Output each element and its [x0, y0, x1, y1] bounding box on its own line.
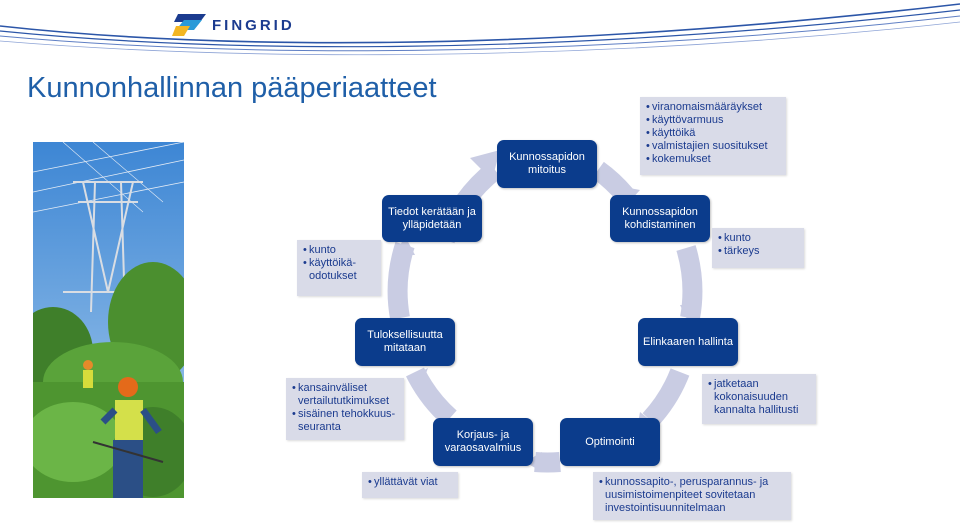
note-item: käyttöikä- odotukset — [303, 257, 375, 283]
note-tiedot: kunto käyttöikä- odotukset — [297, 240, 381, 296]
node-kunnossapidon-mitoitus: Kunnossapidon mitoitus — [497, 140, 597, 188]
note-optimointi: kunnossapito-, perusparannus- ja uusimis… — [593, 472, 791, 520]
note-item: käyttöikä — [646, 127, 780, 140]
logo-text: FINGRID — [212, 17, 295, 34]
node-tuloksellisuutta-mitataan: Tuloksellisuutta mitataan — [355, 318, 455, 366]
power-line-worker-photo-icon — [33, 142, 184, 498]
note-mitoitus: viranomaismääräykset käyttövarmuus käytt… — [640, 97, 786, 175]
note-item: jatketaan kokonaisuuden kannalta hallitu… — [708, 378, 810, 417]
node-korjaus-ja-varaosavalmius: Korjaus- ja varaosavalmius — [433, 418, 533, 466]
note-tuloksellisuus: kansainväliset vertailututkimukset sisäi… — [286, 378, 404, 440]
note-item: valmistajien suositukset — [646, 140, 780, 153]
note-item: kansainväliset vertailututkimukset — [292, 382, 398, 408]
note-kohdistaminen: kunto tärkeys — [712, 228, 804, 268]
note-item: viranomaismääräykset — [646, 101, 780, 114]
note-item: sisäinen tehokkuus- seuranta — [292, 408, 398, 434]
note-item: kunto — [303, 244, 375, 257]
node-kunnossapidon-kohdistaminen: Kunnossapidon kohdistaminen — [610, 195, 710, 242]
page-title: Kunnonhallinnan pääperiaatteet — [27, 72, 437, 104]
node-elinkaaren-hallinta: Elinkaaren hallinta — [638, 318, 738, 366]
note-item: kokemukset — [646, 153, 780, 166]
note-item: tärkeys — [718, 245, 798, 258]
note-item: yllättävät viat — [368, 476, 452, 489]
note-item: kunnossapito-, perusparannus- ja uusimis… — [599, 476, 785, 515]
node-optimointi: Optimointi — [560, 418, 660, 466]
note-item: kunto — [718, 232, 798, 245]
header-swoosh-lines — [0, 3, 960, 56]
note-item: käyttövarmuus — [646, 114, 780, 127]
note-elinkaari: jatketaan kokonaisuuden kannalta hallitu… — [702, 374, 816, 424]
note-korjaus: yllättävät viat — [362, 472, 458, 498]
fingrid-flag-icon — [172, 14, 206, 36]
node-tiedot-kerataan: Tiedot kerätään ja ylläpidetään — [382, 195, 482, 242]
